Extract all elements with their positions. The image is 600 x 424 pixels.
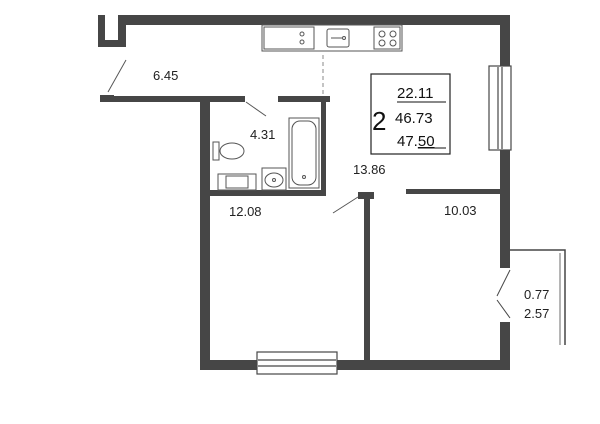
burner-3 — [378, 39, 386, 47]
bathroom-area-label: 4.31 — [250, 127, 275, 142]
bedroom-1-area-label: 12.08 — [229, 204, 262, 219]
burner-4 — [389, 39, 397, 47]
balcony-door-bottom — [496, 299, 511, 319]
left-wall — [200, 96, 210, 370]
burner-1 — [378, 30, 386, 38]
entrance-stub — [100, 95, 114, 102]
bedroom-2-area-label: 10.03 — [444, 203, 477, 218]
shaft-wall-bottom — [98, 40, 126, 47]
windows — [256, 65, 512, 375]
bathtub — [288, 117, 320, 189]
fridge-handle-bottom — [299, 39, 305, 45]
washing-machine — [217, 173, 257, 191]
washbasin-drain — [272, 178, 276, 182]
corridor-bottom-wall-right — [278, 96, 330, 102]
shaft-wall-left — [98, 15, 105, 47]
right-wall-top — [500, 15, 510, 67]
bathtub-drain — [302, 175, 306, 179]
room-labels: 6.45 4.31 13.86 12.08 10.03 0.77 2.57 — [153, 68, 549, 321]
washing-machine-panel — [225, 175, 249, 189]
window-right — [488, 65, 512, 151]
right-wall-middle — [500, 150, 510, 268]
hallway-area-label: 6.45 — [153, 68, 178, 83]
top-wall — [118, 15, 510, 25]
bathtub-inner — [291, 120, 317, 186]
toilet-bowl — [219, 142, 245, 160]
stove — [373, 26, 401, 50]
window-bottom — [256, 351, 338, 375]
balcony-door-top — [496, 269, 511, 297]
door-swings — [107, 59, 359, 214]
total-area-without-balcony: 46.73 — [395, 110, 433, 127]
bedroom-door-swing — [332, 196, 359, 214]
kitchen-living-area-label: 13.86 — [353, 162, 386, 177]
total-area-decimal: 50 — [418, 133, 435, 150]
sink-drain — [342, 36, 346, 40]
shaft-wall-right — [118, 15, 126, 47]
bathroom-bottom-wall — [208, 190, 326, 196]
balcony-full-area-label: 2.57 — [524, 306, 549, 321]
bathroom-door-swing — [245, 101, 267, 117]
fridge — [263, 26, 315, 50]
rooms-count: 2 — [372, 106, 386, 136]
washbasin-bowl — [264, 172, 284, 188]
fridge-handle-top — [299, 31, 305, 37]
balcony-outline — [510, 249, 566, 345]
washbasin — [261, 167, 287, 191]
right-wall-bottom — [500, 322, 510, 370]
entrance-door-swing — [107, 59, 127, 93]
kitchen-sink — [326, 28, 350, 48]
balcony-reduced-area-label: 0.77 — [524, 287, 549, 302]
area-summary-box: 2 22.11 46.73 47.50 — [370, 73, 451, 155]
partition-stub — [358, 192, 374, 199]
partition-wall — [364, 192, 370, 364]
walls — [98, 15, 510, 370]
area-summary-frame — [370, 73, 451, 155]
bedroom2-top-wall — [406, 189, 502, 194]
total-area: 47.50 — [397, 133, 435, 150]
balcony — [496, 249, 566, 345]
bathroom-right-wall — [321, 96, 326, 196]
bottom-wall-left — [200, 360, 258, 370]
burner-2 — [389, 30, 397, 38]
corridor-bottom-wall — [100, 96, 245, 102]
kitchen-counter-outline — [261, 24, 403, 52]
bathroom-fixtures — [212, 117, 320, 191]
kitchen-counter — [261, 24, 403, 52]
total-area-integer: 47. — [397, 133, 418, 150]
living-area: 22.11 — [397, 85, 433, 102]
toilet-tank — [212, 141, 220, 161]
bottom-wall-right — [336, 360, 510, 370]
